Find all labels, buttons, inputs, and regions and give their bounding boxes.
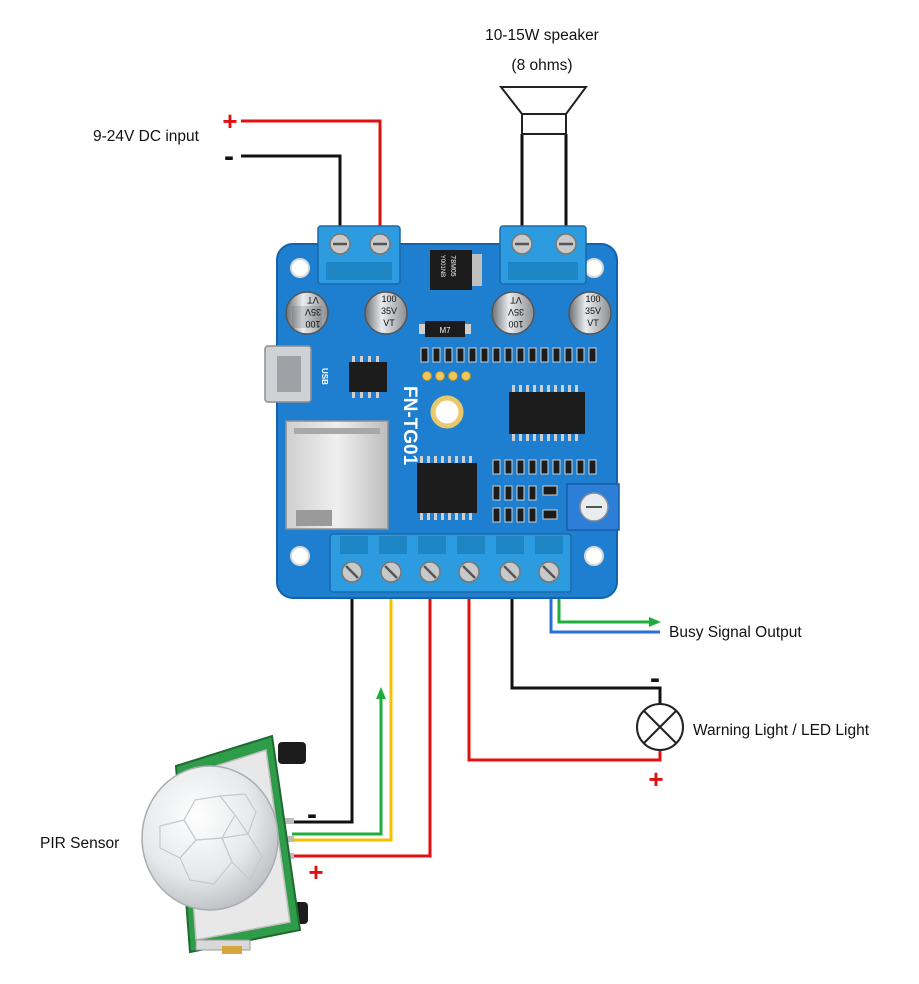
board-model-label: FN-TG01: [399, 386, 420, 466]
capacitors: 100 35V VT 100 35V VT 100 35V VT 100 35V…: [285, 291, 612, 335]
wires: [241, 119, 662, 858]
busy-blue-wire: [549, 590, 660, 634]
capacitor-3-series: VT: [510, 295, 522, 305]
busy-arrowhead: [649, 617, 661, 627]
capacitor-2-value: 100: [381, 294, 396, 304]
trimmer-potentiometer: [566, 483, 620, 531]
mounting-holes: [290, 258, 604, 566]
pir-signal-green-wire: [292, 696, 383, 836]
capacitor-2-voltage: 35V: [381, 306, 397, 316]
capacitor-2-series: VT: [383, 318, 395, 328]
lamp-minus-sign: -: [650, 662, 660, 695]
usb-port: USB: [264, 345, 329, 403]
mcu-chip: [417, 456, 477, 520]
pir-sensor-icon: [141, 734, 308, 954]
lamp-plus-sign: +: [648, 764, 663, 794]
decoder-chip: [509, 385, 585, 441]
lamp-negative-wire: [510, 590, 662, 704]
sd-card-slot: [285, 420, 389, 530]
terminal-screws: [341, 561, 560, 583]
smd-components-bottom: [492, 459, 597, 523]
dc-positive-wire: [241, 119, 382, 230]
pir-signal-arrowhead: [376, 687, 386, 699]
dc-negative-wire: [241, 154, 342, 230]
pir-plus-sign: +: [308, 857, 323, 887]
speaker-label: 10-15W speaker: [485, 27, 599, 44]
capacitor-2: 100 35V VT: [364, 291, 408, 335]
busy-green-wire: [557, 590, 650, 624]
capacitor-3-voltage: 35V: [508, 307, 524, 317]
warning-lamp-icon: [636, 703, 684, 751]
diode-label: M7: [439, 326, 451, 335]
smd-components-top: [420, 347, 597, 363]
capacitor-4-value: 100: [585, 294, 600, 304]
pir-sensor-label: PIR Sensor: [40, 835, 119, 852]
capacitor-4: 100 35V VT: [568, 291, 612, 335]
lamp-positive-wire: [467, 590, 662, 762]
mp3-player-board: 78M05 Y001NB 100 35V VT 100 35V VT 100 3…: [264, 225, 620, 599]
dc-input-label: 9-24V DC input: [93, 128, 200, 145]
capacitor-1-series: VT: [307, 295, 319, 305]
voltage-regulator: 78M05 Y001NB: [430, 250, 482, 290]
pir-signal-yellow-wire: [292, 590, 393, 842]
pin-header-pads: [422, 371, 471, 381]
dc-plus-sign: +: [222, 106, 237, 136]
regulator-label: 78M05: [449, 255, 456, 277]
dc-minus-sign: -: [224, 140, 234, 173]
pir-positive-wire: [292, 590, 432, 858]
capacitor-1: 100 35V VT: [285, 291, 329, 335]
capacitor-4-series: VT: [587, 318, 599, 328]
amplifier-chip: [349, 356, 387, 398]
speaker-icon: [498, 86, 588, 135]
dc-terminal-block: [317, 225, 401, 285]
speaker-impedance-label: (8 ohms): [511, 57, 572, 74]
busy-output-label: Busy Signal Output: [669, 624, 802, 641]
capacitor-4-voltage: 35V: [585, 306, 601, 316]
io-terminal-block: [329, 533, 572, 593]
warning-light-label: Warning Light / LED Light: [693, 722, 870, 739]
usb-label: USB: [320, 368, 329, 385]
pir-minus-sign: -: [307, 798, 317, 831]
capacitor-1-value: 100: [305, 319, 320, 329]
speaker-terminal-block: [499, 225, 587, 285]
capacitor-3-value: 100: [508, 319, 523, 329]
capacitor-1-voltage: 35V: [305, 307, 321, 317]
capacitor-3: 100 35V VT: [491, 291, 535, 335]
diode: M7: [419, 321, 471, 337]
pir-negative-wire: [292, 590, 354, 824]
regulator-code: Y001NB: [439, 255, 445, 277]
